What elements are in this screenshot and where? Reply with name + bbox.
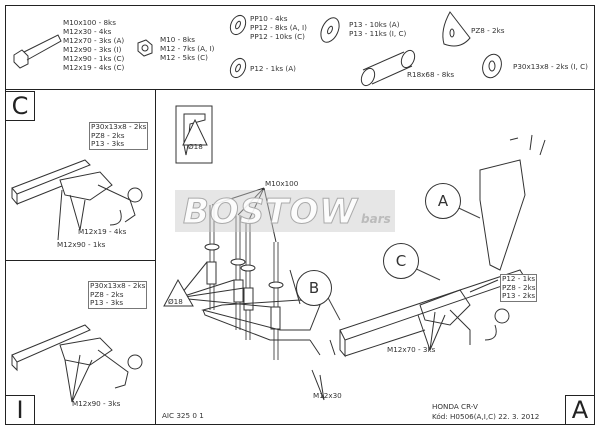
p13-list: P13 - 10ks (A) P13 - 11ks (I, C) <box>349 20 406 38</box>
part-label: PP12 - 10ks (C) <box>250 32 305 41</box>
part-label: P13 - 11ks (I, C) <box>349 29 407 38</box>
vehicle-model: HONDA CR-V <box>432 402 478 411</box>
drawing-code: AIC 325 0 1 <box>162 411 204 420</box>
m12x90-label: M12x90 - 1ks <box>57 240 106 249</box>
p12-label: P12 - 1ks (A) <box>250 64 296 73</box>
part-marker-b: B <box>296 270 332 306</box>
nut-icon <box>137 39 153 57</box>
pz8-icon <box>442 11 471 47</box>
part-label: M12x70 - 3ks (A) <box>63 36 125 45</box>
m12x70-label: M12x70 - 3ks <box>387 345 436 354</box>
pp-washer-list: PP10 - 4ks PP12 - 8ks (A, I) PP12 - 10ks… <box>250 14 307 41</box>
part-marker-a: A <box>425 183 461 219</box>
part-label: P13 - 10ks (A) <box>349 20 400 29</box>
washer-icon <box>229 14 247 36</box>
brand-logo-watermark: BOSTOW bars <box>175 190 395 233</box>
m12x19-label: M12x19 - 4ks <box>78 227 127 236</box>
logo-subtext: bars <box>361 212 391 226</box>
crossbar-drawing <box>339 134 546 358</box>
part-marker-c: C <box>383 243 419 279</box>
view-letter-a: A <box>565 395 595 425</box>
view-letter-i: I <box>5 395 35 425</box>
code-and-date: Kód: H0506(A,I,C) 22. 3. 2012 <box>432 412 540 421</box>
callout-line: PZ8 - 2ks <box>91 130 125 140</box>
bolt-icon <box>13 34 62 69</box>
mounting-bolts <box>204 205 284 360</box>
view-letter-c: C <box>5 91 35 121</box>
panel-i <box>5 260 156 425</box>
callout-main: P12 - 1ks PZ8 - 2ks P13 - 2ks <box>500 274 538 302</box>
callout-line: PZ8 - 2ks <box>90 289 124 299</box>
part-label: M12x90 - 3ks (I) <box>63 45 122 54</box>
callout-line: P13 - 3ks <box>90 298 124 308</box>
washer-icon <box>320 17 340 43</box>
hitch-drawing-i <box>11 324 143 403</box>
drill-diameter-label: Ø18 <box>168 297 183 306</box>
nut-list: M10 - 8ks M12 - 7ks (A, I) M12 - 5ks (C) <box>160 35 215 62</box>
bolt-list: M10x100 - 8ks M12x30 - 4ks M12x70 - 3ks … <box>63 18 124 72</box>
part-label: M12x30 - 4ks <box>63 27 112 36</box>
part-label: M12 - 7ks (A, I) <box>160 44 215 53</box>
callout-c: P30x13x8 - 2ks PZ8 - 2ks P13 - 3ks <box>89 122 149 150</box>
callout-line: P30x13x8 - 2ks <box>91 122 147 131</box>
washer-icon <box>229 57 247 79</box>
part-label: M10x100 - 8ks <box>63 18 116 27</box>
callout-i: P30x13x8 - 2ks PZ8 - 2ks P13 - 3ks <box>88 281 148 309</box>
callout-line: P13 - 3ks <box>91 139 125 149</box>
logo-text: BOSTOW <box>183 192 358 233</box>
m10x100-label: M10x100 <box>265 179 299 188</box>
part-label: M12x90 - 1ks (C) <box>63 54 125 63</box>
callout-line: PZ8 - 2ks <box>502 282 536 292</box>
spacer-icon <box>360 49 416 87</box>
hitch-drawing-c <box>11 159 143 241</box>
parts-panel <box>5 5 595 90</box>
spacer-label: R18x68 - 8ks <box>407 70 455 79</box>
part-label: PP10 - 4ks <box>250 14 288 23</box>
callout-line: P30x13x8 - 2ks <box>90 281 146 290</box>
drill-diameter-label: Ø18 <box>188 142 203 151</box>
bracket-b <box>201 299 321 341</box>
part-label: M12x19 - 4ks (C) <box>63 63 125 72</box>
part-label: M10 - 8ks <box>160 35 195 44</box>
part-label: PP12 - 8ks (A, I) <box>250 23 307 32</box>
callout-line: P13 - 2ks <box>502 291 536 301</box>
part-label: M12 - 5ks (C) <box>160 53 208 62</box>
p30-label: P30x13x8 - 2ks (I, C) <box>513 62 588 71</box>
callout-line: P12 - 1ks <box>502 274 536 283</box>
pz8-label: PZ8 - 2ks <box>471 26 505 35</box>
m12x90-label: M12x90 - 3ks <box>72 399 121 408</box>
p30-washer-icon <box>482 53 502 79</box>
m12x30-label: M12x30 <box>313 391 342 400</box>
drill-instruction-box <box>175 105 213 164</box>
